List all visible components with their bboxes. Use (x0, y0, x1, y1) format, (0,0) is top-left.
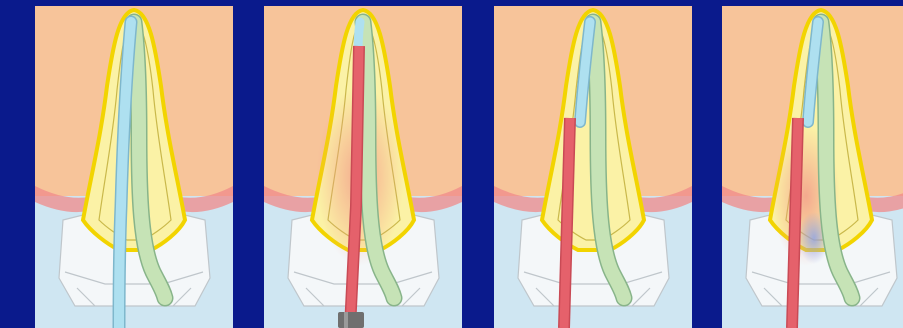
drill-handle (338, 312, 364, 328)
post-shaft (564, 118, 570, 328)
tooth-illustration (722, 6, 903, 328)
tooth-illustration (264, 6, 462, 328)
tooth-illustration (494, 6, 692, 328)
panel-3 (494, 6, 692, 328)
post-shaft (792, 118, 798, 328)
drill-handle-highlight (344, 312, 348, 328)
panel-2 (264, 6, 462, 328)
tooth-illustration (35, 6, 233, 328)
panel-1 (35, 6, 233, 328)
panel-4 (722, 6, 903, 328)
